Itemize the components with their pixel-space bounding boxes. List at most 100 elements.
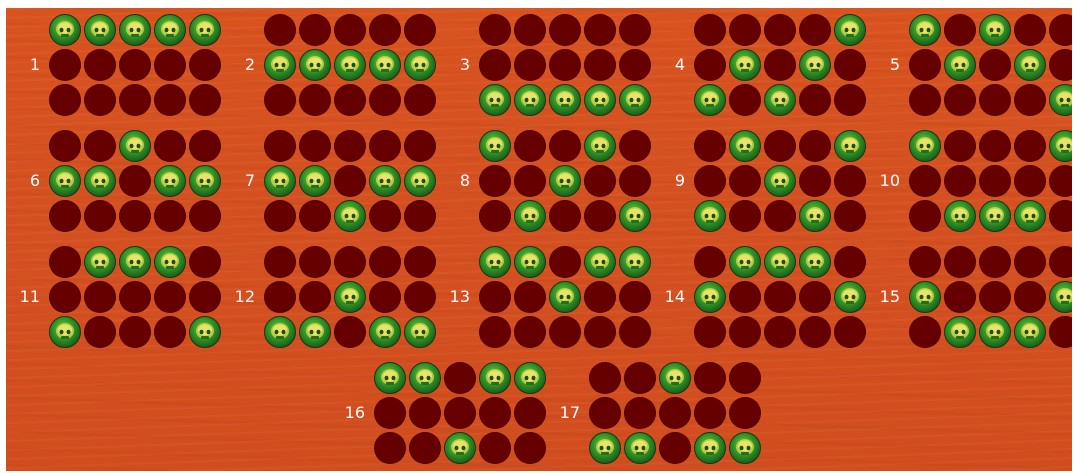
empty-position bbox=[694, 165, 726, 197]
empty-position bbox=[584, 316, 616, 348]
empty-position bbox=[189, 84, 221, 116]
green-skull-icon bbox=[374, 362, 406, 394]
empty-position bbox=[584, 200, 616, 232]
payline-number: 16 bbox=[331, 403, 365, 423]
empty-position bbox=[764, 14, 796, 46]
empty-position bbox=[514, 432, 546, 464]
green-skull-icon bbox=[404, 165, 436, 197]
empty-position bbox=[374, 397, 406, 429]
empty-position bbox=[84, 281, 116, 313]
empty-position bbox=[729, 165, 761, 197]
empty-position bbox=[334, 14, 366, 46]
payline-number: 17 bbox=[546, 403, 580, 423]
empty-position bbox=[619, 165, 651, 197]
empty-position bbox=[764, 200, 796, 232]
empty-position bbox=[404, 200, 436, 232]
empty-position bbox=[514, 281, 546, 313]
empty-position bbox=[479, 316, 511, 348]
empty-position bbox=[694, 316, 726, 348]
empty-position bbox=[154, 130, 186, 162]
green-skull-icon bbox=[549, 165, 581, 197]
green-skull-icon bbox=[694, 281, 726, 313]
empty-position bbox=[979, 49, 1011, 81]
payline-number: 7 bbox=[221, 171, 255, 191]
empty-position bbox=[944, 165, 976, 197]
empty-position bbox=[584, 14, 616, 46]
empty-position bbox=[1049, 49, 1072, 81]
empty-position bbox=[119, 84, 151, 116]
empty-position bbox=[299, 84, 331, 116]
green-skull-icon bbox=[549, 281, 581, 313]
green-skull-icon bbox=[49, 316, 81, 348]
empty-position bbox=[49, 200, 81, 232]
payline-number: 13 bbox=[436, 287, 470, 307]
green-skull-icon bbox=[334, 49, 366, 81]
empty-position bbox=[334, 130, 366, 162]
green-skull-icon bbox=[479, 362, 511, 394]
empty-position bbox=[729, 362, 761, 394]
empty-position bbox=[514, 49, 546, 81]
payline-number: 1 bbox=[6, 55, 40, 75]
green-skull-icon bbox=[1049, 130, 1072, 162]
empty-position bbox=[84, 84, 116, 116]
empty-position bbox=[979, 165, 1011, 197]
green-skull-icon bbox=[834, 281, 866, 313]
green-skull-icon bbox=[549, 84, 581, 116]
empty-position bbox=[944, 281, 976, 313]
empty-position bbox=[409, 432, 441, 464]
empty-position bbox=[979, 130, 1011, 162]
empty-position bbox=[979, 281, 1011, 313]
empty-position bbox=[479, 281, 511, 313]
empty-position bbox=[514, 130, 546, 162]
empty-position bbox=[729, 14, 761, 46]
empty-position bbox=[514, 165, 546, 197]
green-skull-icon bbox=[979, 14, 1011, 46]
empty-position bbox=[619, 49, 651, 81]
empty-position bbox=[909, 200, 941, 232]
empty-position bbox=[119, 165, 151, 197]
green-skull-icon bbox=[729, 130, 761, 162]
empty-position bbox=[1014, 14, 1046, 46]
empty-position bbox=[264, 14, 296, 46]
empty-position bbox=[334, 316, 366, 348]
payline-number: 14 bbox=[651, 287, 685, 307]
green-skull-icon bbox=[334, 281, 366, 313]
green-skull-icon bbox=[584, 246, 616, 278]
empty-position bbox=[1014, 130, 1046, 162]
green-skull-icon bbox=[119, 130, 151, 162]
green-skull-icon bbox=[624, 432, 656, 464]
empty-position bbox=[154, 316, 186, 348]
empty-position bbox=[1049, 246, 1072, 278]
payline-number: 8 bbox=[436, 171, 470, 191]
empty-position bbox=[479, 432, 511, 464]
empty-position bbox=[659, 397, 691, 429]
green-skull-icon bbox=[334, 200, 366, 232]
empty-position bbox=[694, 362, 726, 394]
green-skull-icon bbox=[1014, 200, 1046, 232]
green-skull-icon bbox=[49, 165, 81, 197]
empty-position bbox=[374, 432, 406, 464]
empty-position bbox=[514, 14, 546, 46]
empty-position bbox=[264, 130, 296, 162]
empty-position bbox=[764, 49, 796, 81]
payline-number: 3 bbox=[436, 55, 470, 75]
empty-position bbox=[119, 316, 151, 348]
empty-position bbox=[1014, 84, 1046, 116]
empty-position bbox=[584, 281, 616, 313]
empty-position bbox=[479, 397, 511, 429]
green-skull-icon bbox=[944, 200, 976, 232]
empty-position bbox=[619, 281, 651, 313]
payline-number: 12 bbox=[221, 287, 255, 307]
empty-position bbox=[589, 397, 621, 429]
empty-position bbox=[84, 49, 116, 81]
empty-position bbox=[479, 49, 511, 81]
empty-position bbox=[624, 397, 656, 429]
payline-number: 11 bbox=[6, 287, 40, 307]
empty-position bbox=[299, 281, 331, 313]
green-skull-icon bbox=[909, 130, 941, 162]
empty-position bbox=[729, 84, 761, 116]
empty-position bbox=[549, 49, 581, 81]
empty-position bbox=[584, 165, 616, 197]
green-skull-icon bbox=[799, 49, 831, 81]
green-skull-icon bbox=[404, 316, 436, 348]
